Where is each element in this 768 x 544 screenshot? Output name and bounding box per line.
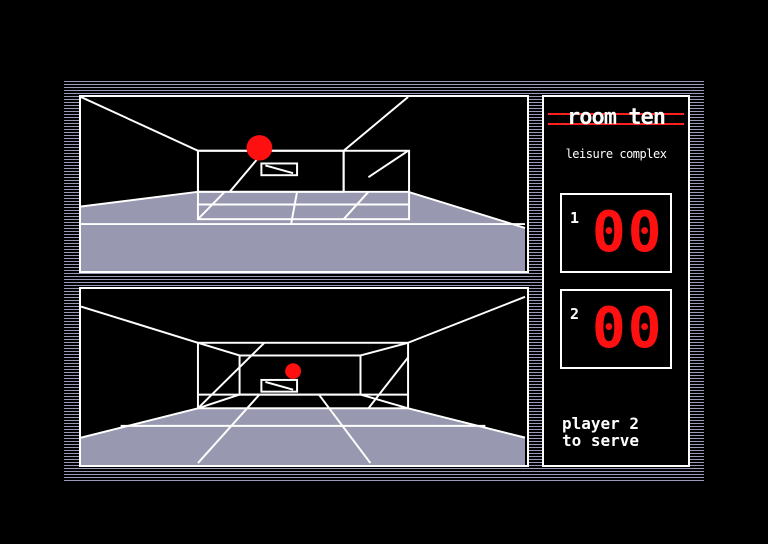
ball-1 — [246, 135, 273, 161]
player-1-label: 1 — [570, 209, 580, 227]
game-subtitle: leisure complex — [565, 147, 667, 161]
player-1-court-view — [79, 95, 529, 273]
player-2-label: 2 — [570, 305, 580, 323]
game-title-banner: room ten — [544, 105, 688, 131]
player-1-score: 00 — [592, 200, 664, 265]
game-title: room ten — [567, 105, 666, 130]
ball-2 — [285, 363, 302, 379]
player-2-court-view — [79, 287, 529, 467]
player-2-score-box: 2 00 — [560, 289, 672, 369]
score-panel: room ten leisure complex 1 00 2 00 playe… — [542, 95, 690, 467]
serve-status-line-2: to serve — [562, 431, 640, 450]
court-1-floor — [81, 191, 526, 271]
court-2-floor — [81, 408, 526, 465]
serve-status-line-1: player 2 — [562, 414, 640, 433]
player-2-score: 00 — [592, 296, 664, 361]
court-1-wireframe — [81, 97, 526, 271]
serve-status: player 2 to serve — [562, 415, 686, 449]
player-1-score-box: 1 00 — [560, 193, 672, 273]
court-2-wireframe — [81, 295, 526, 465]
title-stripe-bottom — [548, 123, 684, 125]
title-stripe-top — [548, 113, 684, 115]
